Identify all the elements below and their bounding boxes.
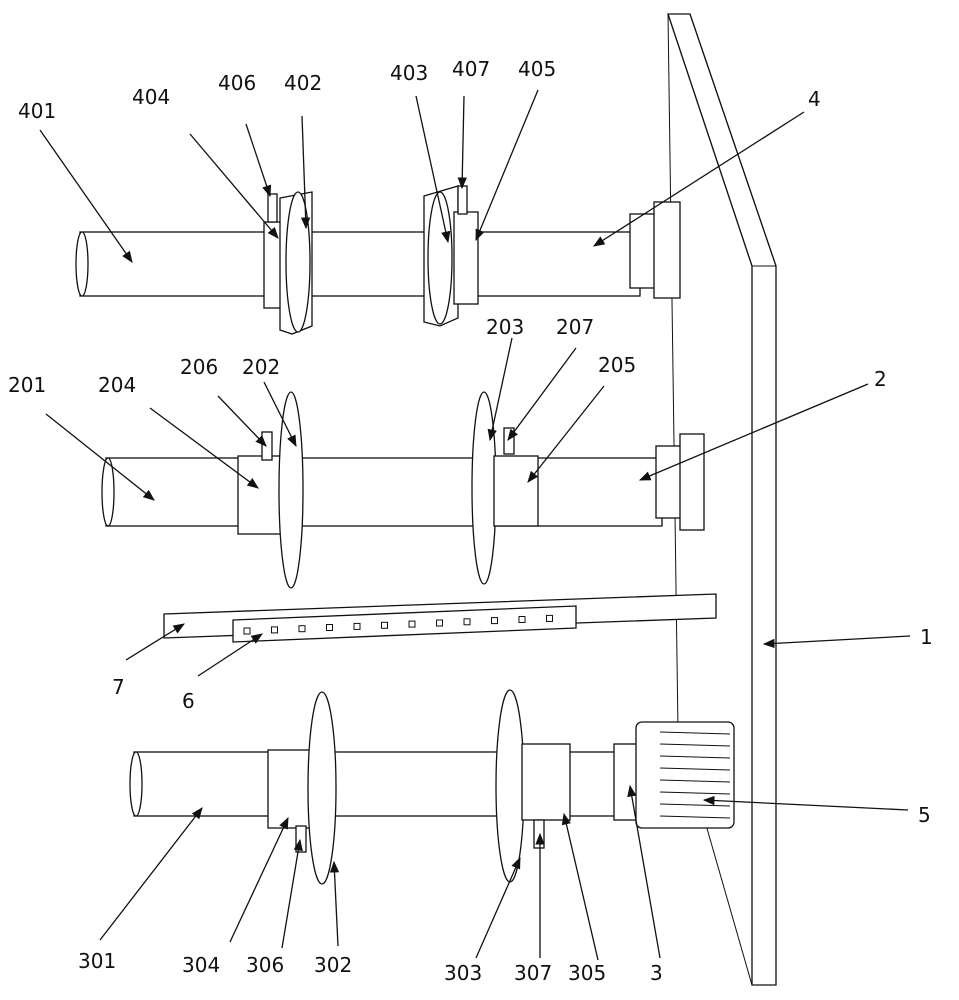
label-202: 202 [242,355,280,379]
top-middle-pin [457,185,468,215]
label-307: 307 [514,961,552,985]
top-shaft [79,231,641,297]
bottom-right-collar [521,743,571,821]
label-407: 407 [452,57,490,81]
label-306: 306 [246,953,284,977]
strip-hole [353,622,361,630]
strip-hole [463,618,471,626]
strip-hole [546,614,553,622]
label-2: 2 [874,367,887,391]
part-labels: 401 404 406 402 403 407 405 4 201 204 20… [8,57,933,985]
knob-rib [659,791,731,795]
middle-right-pin [503,427,515,455]
label-305: 305 [568,961,606,985]
middle-right-collar [493,455,539,527]
knob [635,721,735,829]
label-1: 1 [920,625,933,649]
label-3: 3 [650,961,663,985]
strip-hole [491,617,498,625]
strip-hole [271,626,278,634]
leader-lines [39,89,911,961]
label-303: 303 [444,961,482,985]
middle-right-disc [471,391,497,585]
label-207: 207 [556,315,594,339]
label-406: 406 [218,71,256,95]
knob-rib [659,755,731,759]
middle-bearing-seat [655,445,685,519]
label-7: 7 [112,675,125,699]
rail-assembly [163,593,717,643]
knob-rib [659,743,731,747]
top-middle-collar [453,211,479,305]
knob-rib [659,803,731,807]
strip-hole [298,625,306,633]
middle-shaft [105,457,663,527]
top-left-pin [267,193,278,223]
middle-left-pin [261,431,273,461]
label-204: 204 [98,373,136,397]
strip-hole [518,616,526,623]
label-201: 201 [8,373,46,397]
top-shaft-assembly [75,185,681,335]
strip-hole [408,620,416,628]
label-205: 205 [598,353,636,377]
bottom-left-pin [295,825,307,853]
perforated-strip [232,605,577,643]
strip-hole [243,627,251,635]
knob-rib [659,815,731,819]
knob-rib [659,779,731,783]
strip-hole [326,624,333,631]
bottom-shaft-assembly [129,689,735,885]
strip-hole [381,621,388,629]
bottom-left-disc [307,691,337,885]
label-6: 6 [182,689,195,713]
knob-rib [659,731,731,735]
top-bearing-seat [629,213,659,289]
label-403: 403 [390,61,428,85]
label-404: 404 [132,85,170,109]
label-402: 402 [284,71,322,95]
knob-rib [659,767,731,771]
label-206: 206 [180,355,218,379]
label-5: 5 [918,803,931,827]
bottom-right-disc [495,689,525,883]
label-4: 4 [808,87,821,111]
label-304: 304 [182,953,220,977]
label-401: 401 [18,99,56,123]
middle-shaft-assembly [101,391,705,589]
strip-hole [436,619,443,627]
label-405: 405 [518,57,556,81]
middle-left-disc [278,391,304,589]
label-301: 301 [78,949,116,973]
bottom-right-pin [533,819,545,849]
label-302: 302 [314,953,352,977]
label-203: 203 [486,315,524,339]
